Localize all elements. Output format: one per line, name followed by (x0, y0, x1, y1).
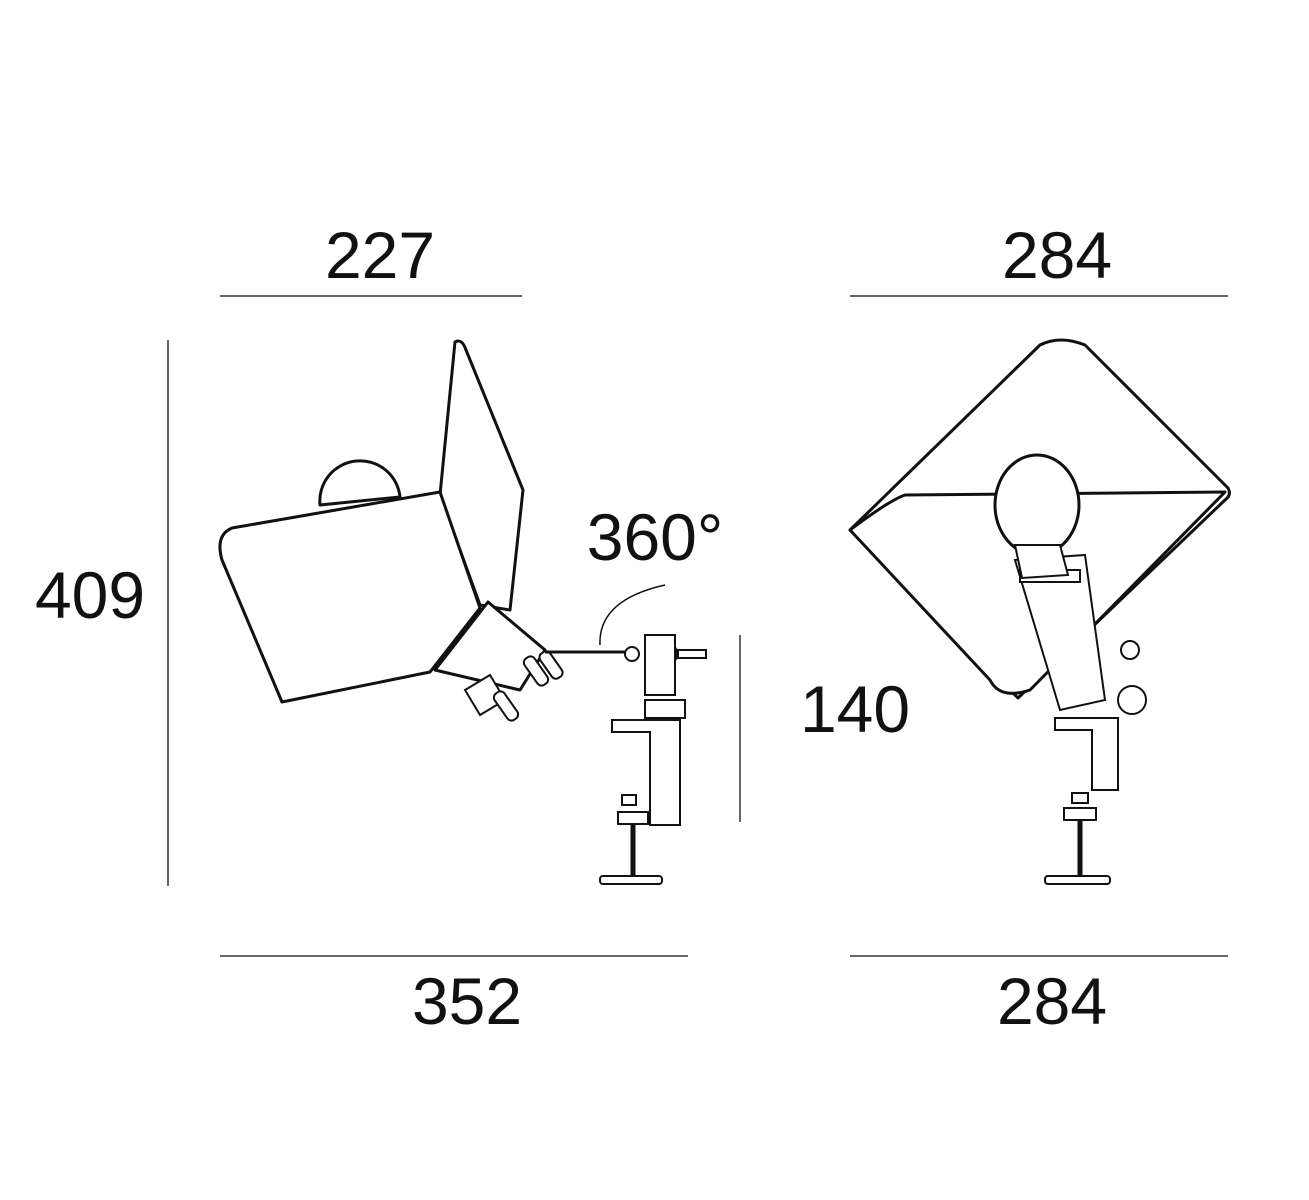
front-view-lamp (848, 338, 1231, 885)
side-top-width-label: 227 (325, 218, 435, 292)
total-height-label: 409 (35, 558, 145, 632)
front-bottom-width-label: 284 (997, 964, 1107, 1038)
side-bottom-width-label: 352 (412, 964, 522, 1038)
rotation-arrow-icon (599, 584, 666, 646)
side-view-lamp (218, 339, 707, 885)
clamp-height-label: 140 (800, 672, 910, 746)
front-top-width-label: 284 (1002, 218, 1112, 292)
rotation-label: 360° (587, 500, 724, 574)
